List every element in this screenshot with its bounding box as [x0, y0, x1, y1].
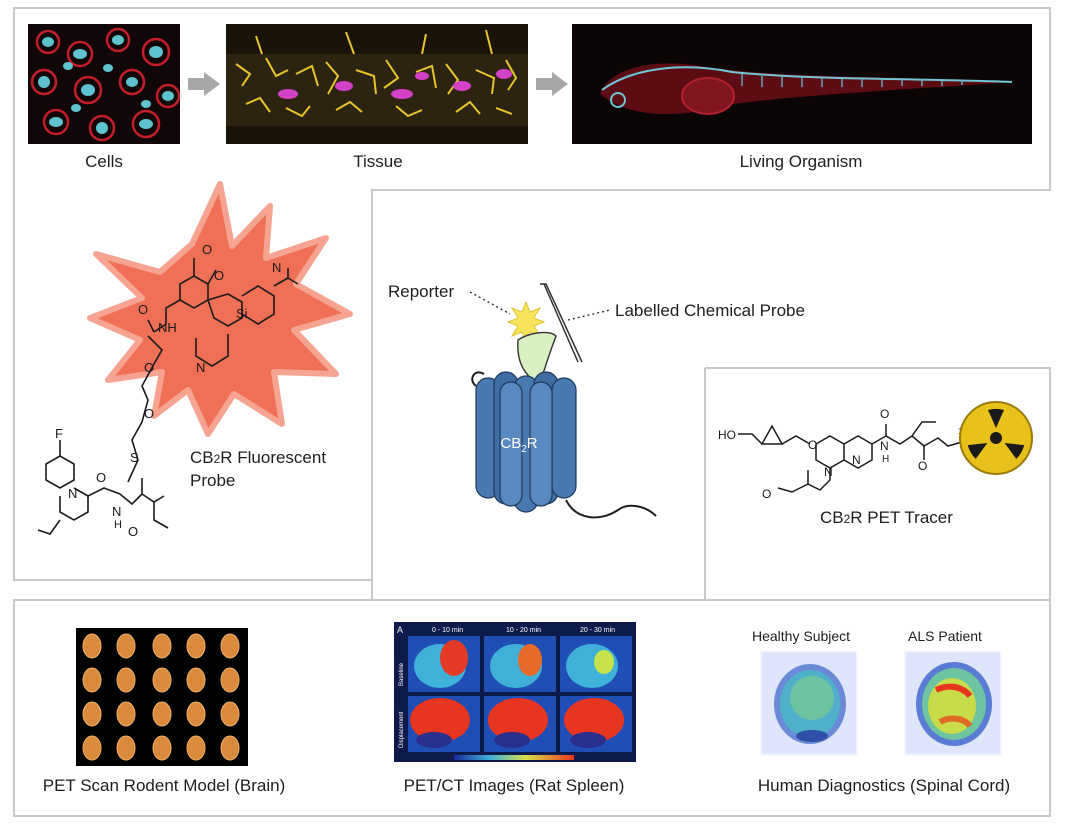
atom-label: F	[55, 426, 63, 441]
rodent-brain-image	[76, 628, 248, 766]
atom-label: O	[918, 459, 927, 473]
atom-label: N	[824, 465, 833, 479]
fluorescent-burst-icon	[87, 181, 353, 437]
atom-label: H	[114, 519, 122, 531]
probe-bracket	[540, 283, 583, 363]
atom-label: HO	[718, 428, 736, 442]
pet-ct-image: A 0 - 10 min 10 - 20 min 20 - 30 min Bas…	[394, 622, 636, 762]
cells-image	[28, 24, 180, 144]
tissue-image	[226, 24, 528, 144]
organism-image	[572, 24, 1032, 144]
fluorescent-probe-label: CB2R Fluorescent Probe	[190, 447, 326, 492]
tissue-label: Tissue	[353, 152, 403, 171]
fluorescent-probe-structure: O O O NH O O S N N Si F N O O N H	[37, 181, 353, 539]
human-diagnostics-label: Human Diagnostics (Spinal Cord)	[757, 776, 1011, 795]
atom-label: O	[138, 302, 148, 317]
probe-body-icon	[517, 331, 557, 386]
atom-label: O	[128, 524, 138, 539]
healthy-subject-label: Healthy Subject	[752, 628, 851, 644]
healthy-spinal-image	[760, 650, 858, 756]
fluorescent-probe-sub: 2	[213, 452, 221, 466]
ct-row-label: Baseline	[399, 662, 405, 686]
fluorescent-probe-suffix: R Fluorescent	[220, 448, 327, 467]
rodent-label: PET Scan Rodent Model (Brain)	[42, 776, 286, 795]
atom-label: N	[196, 360, 205, 375]
organism-label: Living Organism	[739, 152, 863, 171]
atom-label: N	[880, 439, 889, 453]
probe-label: Labelled Chemical Probe	[615, 301, 805, 320]
reporter-label: Reporter	[388, 282, 455, 301]
arrow-icon	[536, 72, 568, 96]
ct-panel-letter: A	[397, 625, 403, 635]
ct-time-label: 10 - 20 min	[506, 627, 541, 634]
pet-tracer-suffix: R PET Tracer	[850, 508, 953, 527]
atom-label: O	[144, 360, 154, 375]
als-patient-label: ALS Patient	[908, 628, 982, 644]
fluorescent-probe-line2: Probe	[190, 471, 236, 490]
atom-label: O	[202, 242, 212, 257]
atom-label: N	[272, 260, 281, 275]
pet-tracer-label: CB2R PET Tracer	[820, 508, 953, 528]
ct-label: PET/CT Images (Rat Spleen)	[403, 776, 625, 795]
ct-time-label: 0 - 10 min	[432, 627, 463, 634]
atom-label: N	[852, 453, 861, 467]
ct-time-label: 20 - 30 min	[580, 627, 615, 634]
bottom-frame	[13, 599, 1051, 817]
receptor-label: CB2R	[500, 435, 537, 455]
atom-label: NH	[158, 320, 177, 335]
arrow-icon	[188, 72, 220, 96]
pet-tracer-atoms: HO O N N O N H O O 18 F	[718, 407, 973, 501]
ct-row-label: Displacement	[399, 711, 405, 748]
atom-label: O	[762, 487, 771, 501]
atom-label: Si	[236, 306, 248, 321]
atom-label: H	[882, 454, 889, 465]
atom-label: O	[880, 407, 889, 421]
atom-label: O	[96, 470, 106, 485]
pet-tracer-structure: HO O N N O N H O O 18 F	[718, 401, 1033, 501]
cells-label: Cells	[85, 152, 123, 171]
receptor-illustration: CB2R	[469, 283, 657, 519]
fluorescent-probe-prefix: CB	[190, 448, 214, 467]
top-frame	[13, 7, 1051, 581]
fluorescent-probe-atoms: O O O NH O O S N N Si F N O O N H	[55, 242, 281, 539]
radiation-icon	[959, 401, 1033, 475]
atom-label: S	[130, 450, 139, 465]
atom-label: N	[112, 504, 121, 519]
atom-label: O	[214, 268, 224, 283]
atom-label: N	[68, 486, 77, 501]
atom-label: O	[144, 406, 154, 421]
atom-label: O	[808, 438, 817, 452]
als-spinal-image	[904, 650, 1002, 756]
pet-tracer-prefix: CB	[820, 508, 844, 527]
pet-tracer-sub: 2	[843, 512, 851, 526]
